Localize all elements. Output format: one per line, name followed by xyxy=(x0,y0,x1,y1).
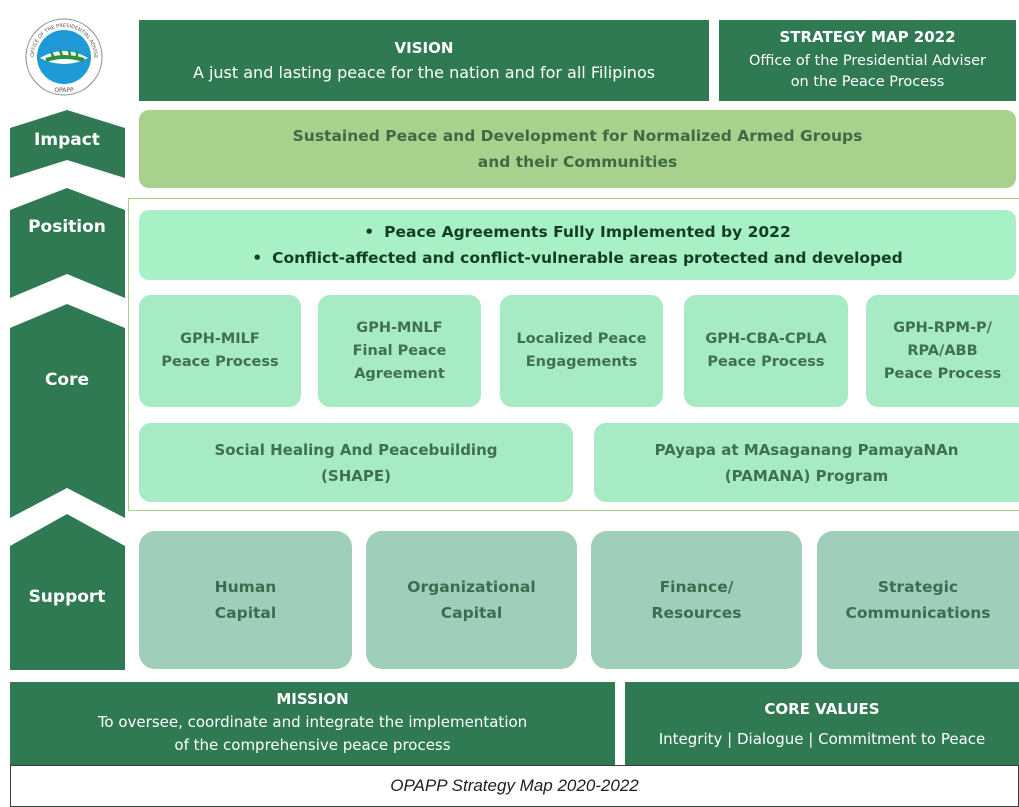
support-arrow xyxy=(10,514,125,670)
level-arrows: Impact Position Core Support xyxy=(10,110,125,670)
support-box-label: Finance/ Resources xyxy=(651,578,742,622)
position-item-1: • Peace Agreements Fully Implemented by 2… xyxy=(364,219,791,245)
mission-box: MISSION To oversee, coordinate and integ… xyxy=(10,682,615,765)
level-label-support: Support xyxy=(29,587,106,607)
core-values-text: Integrity | Dialogue | Commitment to Pea… xyxy=(658,729,986,748)
figure-caption: OPAPP Strategy Map 2020-2022 xyxy=(10,765,1019,807)
mission-heading: MISSION xyxy=(276,690,349,708)
seal-bottom-text: OPAPP xyxy=(54,87,74,94)
core-box-gph-rpm-p: GPH-RPM-P/ RPA/ABB Peace Process xyxy=(866,295,1019,407)
core-box-label: GPH-CBA-CPLA Peace Process xyxy=(705,331,827,370)
strategy-map-heading: STRATEGY MAP 2022 xyxy=(779,28,956,46)
core-box-gph-mnlf: GPH-MNLF Final Peace Agreement xyxy=(318,295,481,407)
impact-line2: and their Communities xyxy=(477,153,678,171)
core-box-pamana: PAyapa at MAsaganang PamayaNAn (PAMANA) … xyxy=(594,423,1019,502)
core-box-label: GPH-MILF Peace Process xyxy=(161,331,279,370)
support-box-strategic-communications: Strategic Communications xyxy=(817,531,1019,669)
core-arrow xyxy=(10,304,125,518)
strategy-map-line1: Office of the Presidential Adviser xyxy=(748,53,987,69)
core-values-heading: CORE VALUES xyxy=(764,699,880,718)
level-label-impact: Impact xyxy=(34,130,100,150)
bullet: • xyxy=(252,249,263,267)
core-box-label: Social Healing And Peacebuilding (SHAPE) xyxy=(214,440,498,485)
core-box-label: GPH-RPM-P/ RPA/ABB Peace Process xyxy=(883,319,1002,382)
level-label-position: Position xyxy=(28,217,106,237)
core-values-box: CORE VALUES Integrity | Dialogue | Commi… xyxy=(625,682,1019,765)
position-item-2: • Conflict-affected and conflict-vulnerab… xyxy=(252,245,903,271)
position-arrow xyxy=(10,188,125,298)
opapp-seal-icon: OFFICE OF THE PRESIDENTIAL ADVISER ON TH… xyxy=(11,10,114,100)
core-box-label: Localized Peace Engagements xyxy=(516,331,647,370)
vision-box: VISION A just and lasting peace for the … xyxy=(139,20,709,101)
support-box-organizational-capital: Organizational Capital xyxy=(366,531,577,669)
impact-box: Sustained Peace and Development for Norm… xyxy=(139,110,1016,188)
mission-text: To oversee, coordinate and integrate the… xyxy=(97,713,528,754)
core-box-localized-peace: Localized Peace Engagements xyxy=(500,295,663,407)
core-box-gph-cba-cpla: GPH-CBA-CPLA Peace Process xyxy=(684,295,848,407)
core-box-label: GPH-MNLF Final Peace Agreement xyxy=(352,319,447,382)
support-box-label: Organizational Capital xyxy=(407,578,536,622)
vision-heading: VISION xyxy=(394,39,454,57)
vision-text: A just and lasting peace for the nation … xyxy=(192,63,656,82)
strategy-map-title-box: STRATEGY MAP 2022 Office of the Presiden… xyxy=(719,20,1016,101)
core-box-label: PAyapa at MAsaganang PamayaNAn (PAMANA) … xyxy=(654,440,959,485)
support-box-finance-resources: Finance/ Resources xyxy=(591,531,802,669)
support-box-human-capital: Human Capital xyxy=(139,531,352,669)
position-item-2-text: Conflict-affected and conflict-vulnerabl… xyxy=(272,249,903,267)
core-box-gph-milf: GPH-MILF Peace Process xyxy=(139,295,301,407)
impact-line1: Sustained Peace and Development for Norm… xyxy=(292,127,863,145)
strategy-map-line2: on the Peace Process xyxy=(790,74,945,90)
position-box: • Peace Agreements Fully Implemented by 2… xyxy=(139,210,1016,280)
level-label-core: Core xyxy=(45,370,89,390)
impact-arrow xyxy=(10,110,125,178)
support-box-label: Strategic Communications xyxy=(845,578,991,622)
support-box-label: Human Capital xyxy=(214,578,277,622)
core-box-shape: Social Healing And Peacebuilding (SHAPE) xyxy=(139,423,573,502)
position-core-frame xyxy=(128,198,1019,511)
position-item-1-text: Peace Agreements Fully Implemented by 20… xyxy=(384,223,791,241)
bullet: • xyxy=(364,223,375,241)
